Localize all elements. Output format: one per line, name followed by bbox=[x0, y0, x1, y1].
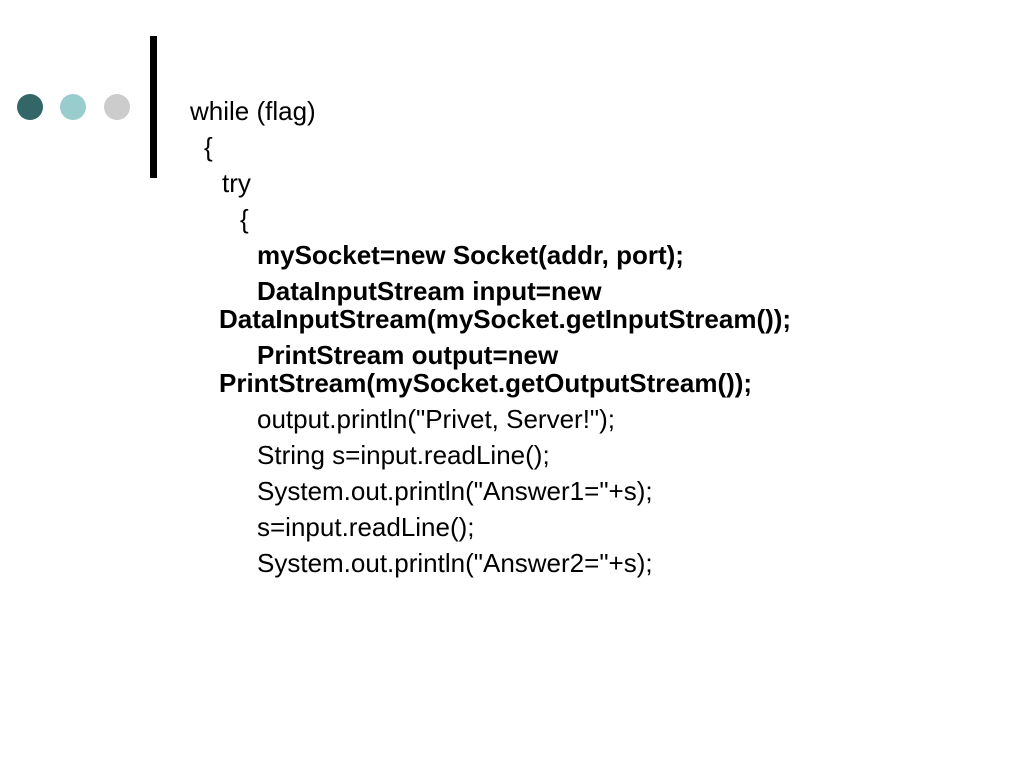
decor-dot-gray bbox=[104, 94, 130, 120]
code-line-answer1: System.out.println("Answer1="+s); bbox=[257, 476, 653, 506]
code-line-output-println: output.println("Privet, Server!"); bbox=[257, 404, 616, 434]
decor-vertical-bar bbox=[150, 36, 157, 178]
decor-dot-teal bbox=[60, 94, 86, 120]
code-line-socket: mySocket=new Socket(addr, port); bbox=[257, 240, 684, 270]
code-line-while: while (flag) bbox=[190, 96, 316, 126]
code-line-readline-2: s=input.readLine(); bbox=[257, 512, 475, 542]
code-line-readline-1: String s=input.readLine(); bbox=[257, 440, 550, 470]
code-line-try: try bbox=[222, 168, 251, 198]
code-line-printstream-decl: PrintStream output=new bbox=[257, 340, 559, 370]
decor-dot-dark bbox=[17, 94, 43, 120]
code-line-open-brace-inner: { bbox=[240, 204, 249, 234]
code-line-answer2: System.out.println("Answer2="+s); bbox=[257, 548, 653, 578]
code-line-printstream-init: PrintStream(mySocket.getOutputStream()); bbox=[219, 368, 753, 398]
code-line-datainputstream-decl: DataInputStream input=new bbox=[257, 276, 602, 306]
code-line-datainputstream-init: DataInputStream(mySocket.getInputStream(… bbox=[219, 304, 792, 334]
code-line-open-brace-outer: { bbox=[204, 132, 213, 162]
